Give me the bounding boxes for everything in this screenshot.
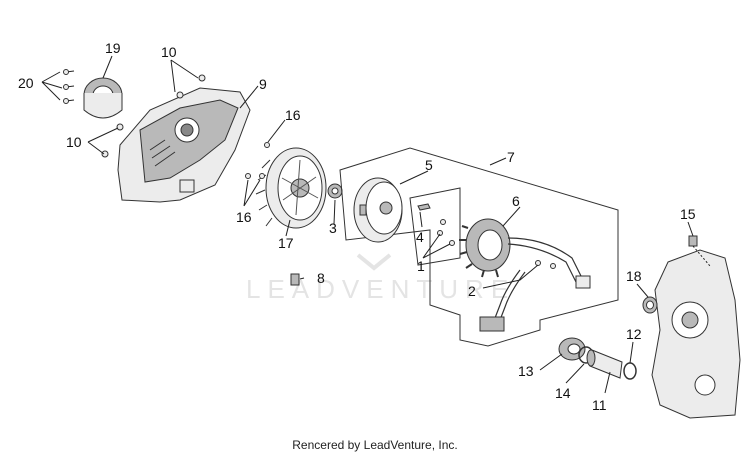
callout-17: 17 [278,235,294,251]
callout-11: 11 [592,397,607,413]
o-ring-12 [623,362,637,380]
callout-20: 20 [18,75,34,91]
stator-wiring [479,237,591,332]
callout-10-left: 10 [66,134,82,150]
callout-16-bottom: 16 [236,209,252,225]
magneto-assembly-frame [339,147,619,347]
watermark-logo-chevron [356,253,392,271]
callout-2: 2 [468,283,476,299]
callout-4: 4 [416,229,424,245]
cooling-fan [255,147,327,229]
flywheel-rotor [353,177,403,243]
leadventure-watermark: LEADVENTURE [246,274,515,304]
callout-19: 19 [105,40,121,56]
callout-12: 12 [626,326,642,342]
callout-16-top: 16 [285,107,301,123]
callout-18: 18 [626,268,642,284]
oil-seal [642,296,658,314]
crankcase-half [651,249,741,419]
callout-9: 9 [259,76,267,92]
callout-8: 8 [317,270,325,286]
screws-16 [245,142,270,179]
flywheel-cover [117,87,251,203]
callout-1: 1 [417,258,425,274]
screws-10 [101,74,206,158]
callout-6: 6 [512,193,520,209]
pickup-screws [417,203,455,246]
leader-lines [41,55,694,394]
pickup-subframe [409,187,461,266]
shaft-11 [586,349,623,379]
callout-10-top: 10 [161,44,177,60]
callout-7: 7 [507,149,515,165]
stator [459,218,511,278]
callout-14: 14 [555,385,571,401]
callout-15: 15 [680,206,696,222]
callout-13: 13 [518,363,534,379]
footer-credit: Rencered by LeadVenture, Inc. [292,438,458,452]
screws-20 [63,69,75,104]
callout-5: 5 [425,157,433,173]
flywheel-nut [327,183,343,199]
woodruff-key [290,273,300,286]
callout-3: 3 [329,220,337,236]
intake-ring [83,77,123,119]
